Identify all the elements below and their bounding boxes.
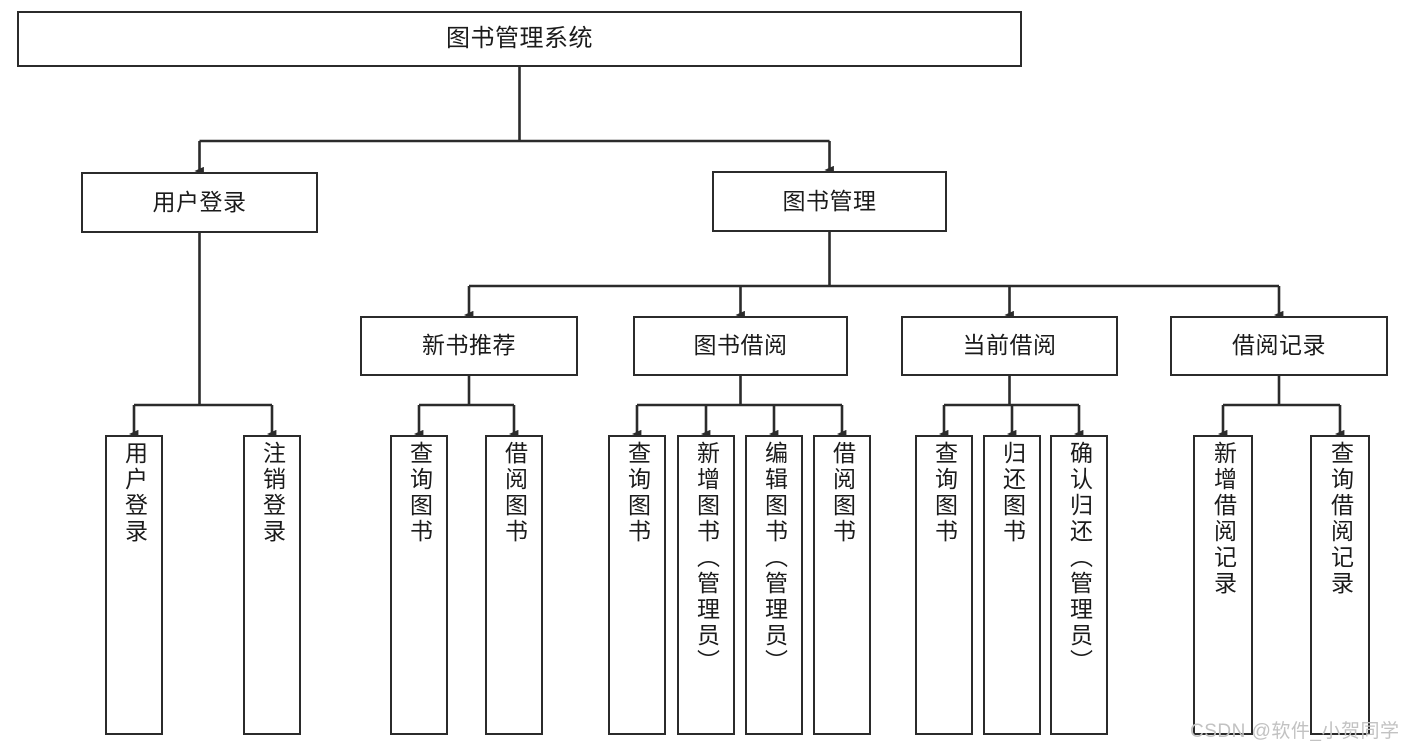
node-label: 借阅记录 [1232, 332, 1326, 359]
node-l3-query-book-c[interactable]: 查询图书 [915, 435, 973, 735]
node-l1-book-mgmt[interactable]: 图书管理 [712, 171, 947, 232]
node-label: 新增借阅记录 [1210, 441, 1237, 597]
node-l2-current-borrow[interactable]: 当前借阅 [901, 316, 1118, 376]
node-l1-user-login[interactable]: 用户登录 [81, 172, 318, 233]
node-l2-borrow-record[interactable]: 借阅记录 [1170, 316, 1388, 376]
node-l3-user-login[interactable]: 用户登录 [105, 435, 163, 735]
node-l3-confirm-return[interactable]: 确认归还（管理员） [1050, 435, 1108, 735]
node-l2-book-borrow[interactable]: 图书借阅 [633, 316, 848, 376]
node-l3-query-book-b[interactable]: 查询图书 [608, 435, 666, 735]
node-label: 编辑图书（管理员） [761, 441, 788, 675]
node-label: 借阅图书 [501, 441, 528, 545]
node-label: 查询图书 [406, 441, 433, 545]
node-l3-add-book[interactable]: 新增图书（管理员） [677, 435, 735, 735]
node-l2-new-book-rec[interactable]: 新书推荐 [360, 316, 578, 376]
node-label: 当前借阅 [962, 332, 1057, 359]
node-label: 归还图书 [999, 441, 1026, 545]
node-root[interactable]: 图书管理系统 [17, 11, 1022, 67]
node-l3-borrow-book-b[interactable]: 借阅图书 [813, 435, 871, 735]
node-l3-add-record[interactable]: 新增借阅记录 [1193, 435, 1253, 735]
node-label: 图书借阅 [693, 332, 788, 359]
node-label: 用户登录 [152, 188, 247, 215]
node-label: 图书管理系统 [446, 24, 593, 52]
node-l3-return-book[interactable]: 归还图书 [983, 435, 1041, 735]
node-label: 注销登录 [259, 441, 286, 545]
node-label: 查询借阅记录 [1327, 441, 1354, 597]
node-label: 用户登录 [121, 441, 148, 545]
node-label: 确认归还（管理员） [1066, 441, 1093, 675]
node-l3-logout-login[interactable]: 注销登录 [243, 435, 301, 735]
node-label: 新书推荐 [422, 332, 516, 359]
watermark: CSDN @软件_小贺同学 [1190, 721, 1400, 742]
node-label: 查询图书 [931, 441, 958, 545]
node-l3-borrow-book-a[interactable]: 借阅图书 [485, 435, 543, 735]
node-label: 借阅图书 [829, 441, 856, 545]
node-l3-query-record[interactable]: 查询借阅记录 [1310, 435, 1370, 735]
node-label: 新增图书（管理员） [693, 441, 720, 675]
node-l3-edit-book[interactable]: 编辑图书（管理员） [745, 435, 803, 735]
node-l3-query-book-a[interactable]: 查询图书 [390, 435, 448, 735]
node-label: 查询图书 [624, 441, 651, 545]
node-label: 图书管理 [782, 187, 877, 214]
